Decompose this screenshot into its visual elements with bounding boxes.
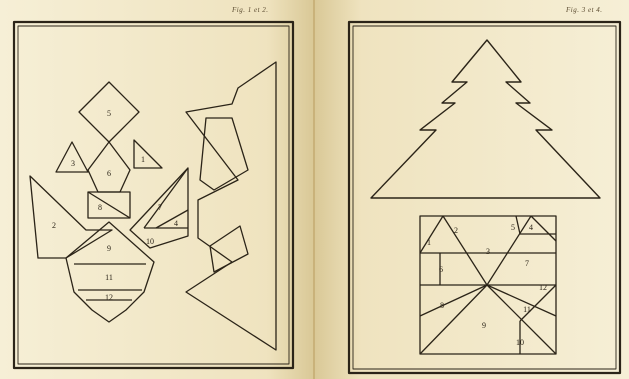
label-p8: 8 xyxy=(440,301,444,310)
label-left-small-triangle: 3 xyxy=(71,159,75,168)
right-page xyxy=(314,0,629,379)
label-p9: 9 xyxy=(482,321,486,330)
label-right-wing-mid: 4 xyxy=(174,219,178,228)
label-p2: 2 xyxy=(454,226,458,235)
label-p3: 3 xyxy=(486,247,490,256)
label-body-middle: 11 xyxy=(105,273,113,282)
label-p5: 5 xyxy=(511,223,515,232)
label-right-wing-lower: 10 xyxy=(146,237,154,246)
label-p10: 10 xyxy=(516,338,524,347)
label-p7: 7 xyxy=(525,259,529,268)
label-p4: 4 xyxy=(529,223,533,232)
label-body-upper: 9 xyxy=(107,244,111,253)
label-right-wing-upper: 7 xyxy=(158,203,162,212)
right-page-header: Fig. 3 et 4. xyxy=(566,6,603,14)
label-p1: 1 xyxy=(427,238,431,247)
label-center-pentagon: 6 xyxy=(107,169,111,178)
label-center-lower: 8 xyxy=(98,203,102,212)
left-page xyxy=(0,0,314,379)
label-left-wing: 2 xyxy=(52,221,56,230)
label-body-bottom: 12 xyxy=(105,293,113,302)
left-page-header: Fig. 1 et 2. xyxy=(232,6,269,14)
label-p6: 6 xyxy=(439,265,443,274)
label-p12: 12 xyxy=(539,283,547,292)
label-p11: 11 xyxy=(523,305,531,314)
label-right-small-triangle: 1 xyxy=(141,155,145,164)
label-top-square: 5 xyxy=(107,109,111,118)
